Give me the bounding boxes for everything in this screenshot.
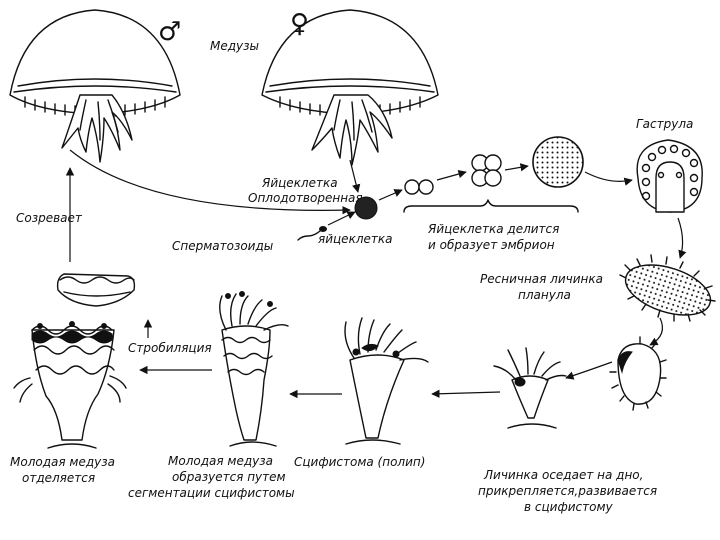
label-medusae: Медузы — [210, 39, 259, 53]
label-young-forms-2: образуется путем — [172, 470, 286, 484]
arrow-to-gastrula — [584, 171, 633, 186]
planula-larva — [619, 254, 716, 322]
cleavage-brace — [403, 199, 579, 213]
segmenting-scyphistoma — [219, 291, 289, 447]
young-polyp — [493, 347, 567, 429]
four-cell-stage — [471, 154, 502, 187]
label-divides-1: Яйцеклетка делится — [427, 222, 559, 236]
label-divides-2: и образует эмбрион — [428, 238, 555, 252]
two-cell-stage — [404, 179, 434, 195]
label-young-forms-1: Молодая медуза — [168, 454, 273, 468]
arrow-to-four-cell — [436, 169, 467, 181]
label-settles-3: в сцифистому — [524, 500, 613, 514]
gastrula-stage — [636, 139, 703, 213]
morula-stage — [532, 136, 584, 188]
fertilized-egg — [354, 196, 378, 220]
label-fertilized-1: Оплодотворенная — [248, 191, 363, 205]
arrow-sperm-path — [69, 149, 351, 215]
male-symbol: ♂ — [158, 17, 181, 47]
arrow-to-settling-larva — [649, 317, 663, 346]
arrow-larva-to-scyphistoma — [565, 361, 613, 380]
settled-larva — [609, 336, 667, 411]
label-strobilation: Стробиляция — [128, 341, 212, 355]
label-matures: Созревает — [16, 211, 83, 225]
male-medusa — [9, 9, 181, 163]
label-sperm: Сперматозоиды — [172, 239, 273, 253]
label-young-detaches-2: отделяется — [22, 471, 95, 485]
label-egg: Яйцеклетка — [261, 176, 338, 190]
label-planula-1: Ресничная личинка — [480, 272, 603, 286]
female-medusa — [261, 9, 439, 166]
arrow-to-scyphistoma — [431, 389, 501, 398]
arrow-egg-to-fertilized — [349, 159, 361, 193]
scyphistoma — [344, 317, 429, 445]
arrow-to-two-cell — [378, 189, 403, 201]
label-settles-2: прикрепляется,развивается — [478, 484, 657, 498]
arrow-sperm-to-egg — [327, 211, 356, 226]
ephyra — [56, 273, 136, 307]
label-planula-2: планула — [518, 288, 571, 302]
arrow-to-planula — [677, 217, 687, 259]
sperm-cell — [297, 226, 327, 241]
arrow-to-morula — [504, 163, 529, 172]
label-gastrula: Гаструла — [636, 117, 693, 131]
strobila — [13, 321, 127, 449]
label-scyphistoma: Сцифистома (полип) — [294, 455, 425, 469]
label-fertilized-2: яйцеклетка — [318, 232, 392, 246]
label-settles-1: Личинка оседает на дно, — [483, 468, 643, 482]
label-young-detaches-1: Молодая медуза — [10, 455, 115, 469]
female-symbol: ♀ — [290, 9, 309, 39]
label-young-forms-3: сегментации сцифистомы — [128, 486, 295, 500]
